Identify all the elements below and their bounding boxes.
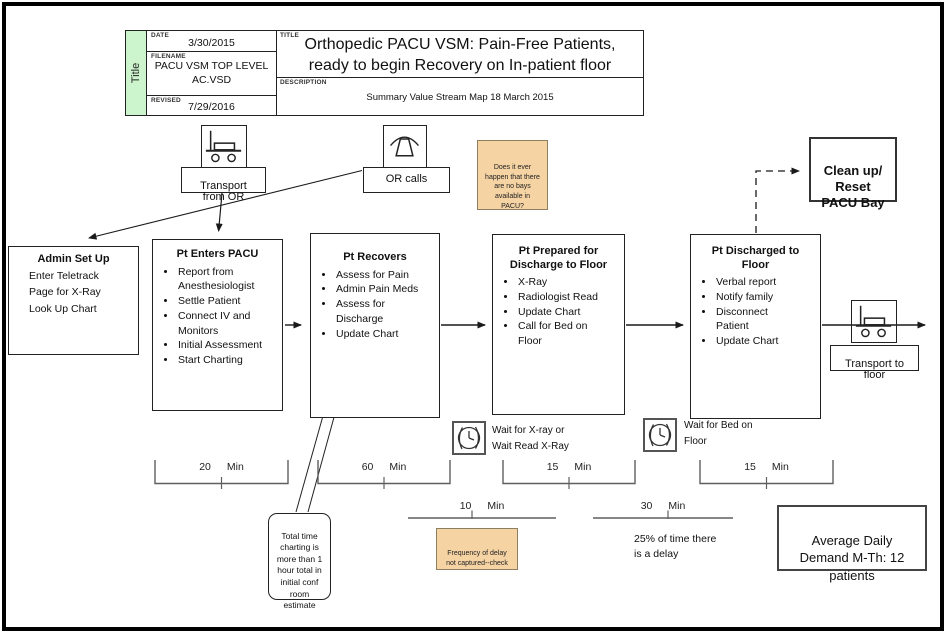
sticky-note-no-bays: Does it ever happen that there are no ba… xyxy=(477,140,548,210)
process-step: Page for X-Ray xyxy=(29,286,101,298)
description-label: DESCRIPTION xyxy=(280,78,327,86)
process-box-title: Pt Prepared for Discharge to Floor xyxy=(509,245,608,271)
or-calls-label: OR calls xyxy=(385,173,428,185)
filename-label: FILENAME xyxy=(151,53,186,60)
process-step: Report from Anesthesiologist xyxy=(177,265,278,295)
process-box-title: Pt Discharged to Floor xyxy=(711,245,800,271)
process-step: X-Ray xyxy=(517,275,615,290)
or-calls-box: OR calls xyxy=(363,167,450,193)
avg-demand-text: Average Daily Demand M-Th: 12 patients xyxy=(799,532,905,583)
delay-frequency-note: 25% of time there is a delay xyxy=(634,533,717,560)
time-value: 15 xyxy=(546,461,559,473)
charting-callout: Total time charting is more than 1 hour … xyxy=(268,513,331,610)
title-block-side-label: Title xyxy=(130,62,142,84)
gurney-icon xyxy=(201,125,247,168)
title-block-divider-h2 xyxy=(147,95,276,96)
title-block-divider-v xyxy=(276,30,277,116)
transport-to-floor-box: Transport to floor xyxy=(830,345,919,381)
delay-time-1: 10 Min xyxy=(408,500,556,512)
page-title: Orthopedic PACU VSM: Pain-Free Patients,… xyxy=(304,36,616,74)
process-step: Settle Patient xyxy=(177,294,278,309)
process-time-3: 15 Min xyxy=(503,461,635,473)
dashed-arrow-cleanup xyxy=(755,167,800,233)
time-unit: Min xyxy=(487,500,505,512)
process-step: Assess for Discharge xyxy=(335,297,428,327)
process-box-title: Admin Set Up xyxy=(37,253,110,265)
process-step: Initial Assessment xyxy=(177,338,278,353)
transport-to-floor-label: Transport to floor xyxy=(845,357,904,381)
process-box-pt-discharged: Pt Discharged to Floor Verbal report Not… xyxy=(690,234,821,419)
phone-icon xyxy=(383,125,427,168)
time-value: 30 xyxy=(640,500,653,512)
revised-value: 7/29/2016 xyxy=(188,101,235,113)
transport-from-or-label: Transport from OR xyxy=(200,179,247,203)
process-box-admin-setup: Admin Set Up Enter Teletrack Page for X-… xyxy=(8,246,139,355)
process-box-title: Pt Recovers xyxy=(343,251,407,263)
process-step: Update Chart xyxy=(517,305,615,320)
process-step: Notify family xyxy=(715,290,811,305)
title-label: TITLE xyxy=(280,32,300,39)
time-value: 10 xyxy=(459,500,472,512)
arrow-transport-to-pacu xyxy=(215,192,223,232)
process-step: Admin Pain Meds xyxy=(335,282,428,297)
process-step: Update Chart xyxy=(335,327,428,342)
sticky-note-frequency-text: Frequency of delay not captured--check xyxy=(446,550,508,567)
process-time-1: 20 Min xyxy=(155,461,288,473)
time-unit: Min xyxy=(771,461,789,473)
process-time-4: 15 Min xyxy=(700,461,833,473)
process-step: Start Charting xyxy=(177,353,278,368)
process-step: Connect IV and Monitors xyxy=(177,309,278,339)
process-box-pt-enters-pacu: Pt Enters PACU Report from Anesthesiolog… xyxy=(152,239,283,411)
description-value: Summary Value Stream Map 18 March 2015 xyxy=(366,92,554,103)
transport-from-or-box: Transport from OR xyxy=(181,167,266,203)
wait-xray-label: Wait for X-ray or Wait Read X-Ray xyxy=(492,425,569,452)
date-label: DATE xyxy=(151,32,170,39)
time-unit: Min xyxy=(226,461,244,473)
cleanup-box: Clean up/ Reset PACU Bay xyxy=(809,137,897,210)
process-step: Look Up Chart xyxy=(29,302,97,315)
gurney-icon xyxy=(851,300,897,343)
cleanup-label: Clean up/ Reset PACU Bay xyxy=(821,163,885,210)
time-value: 20 xyxy=(199,461,211,473)
title-block-divider-h1 xyxy=(147,51,276,52)
date-value: 3/30/2015 xyxy=(188,37,235,49)
process-step: Assess for Pain xyxy=(335,268,428,283)
time-unit: Min xyxy=(668,500,686,512)
charting-callout-text: Total time charting is more than 1 hour … xyxy=(276,530,323,611)
avg-demand-box: Average Daily Demand M-Th: 12 patients xyxy=(777,505,927,583)
delay-time-2: 30 Min xyxy=(593,500,733,512)
time-unit: Min xyxy=(389,461,407,473)
process-box-title: Pt Enters PACU xyxy=(176,248,259,260)
wait-bed-label: Wait for Bed on Floor xyxy=(684,420,753,447)
process-box-pt-prepared: Pt Prepared for Discharge to Floor X-Ray… xyxy=(492,234,625,415)
process-step: Call for Bed on Floor xyxy=(517,319,606,349)
process-step: Update Chart xyxy=(715,334,811,349)
clock-icon xyxy=(643,418,677,452)
process-box-pt-recovers: Pt Recovers Assess for Pain Admin Pain M… xyxy=(310,233,440,418)
title-block-divider-h3 xyxy=(276,77,644,78)
process-step: Verbal report xyxy=(715,275,811,290)
time-unit: Min xyxy=(574,461,592,473)
process-time-2: 60 Min xyxy=(318,461,450,473)
process-step: Enter Teletrack xyxy=(29,269,99,282)
filename-value: PACU VSM TOP LEVEL AC.VSD xyxy=(154,60,269,86)
sticky-note-frequency: Frequency of delay not captured--check xyxy=(436,528,518,570)
time-value: 60 xyxy=(361,461,374,473)
revised-label: REVISED xyxy=(151,96,181,104)
process-step: Disconnect Patient xyxy=(715,305,786,335)
title-block-side-cell: Title xyxy=(125,30,147,116)
clock-icon xyxy=(452,421,486,455)
line-orcalls-to-admin xyxy=(88,169,363,240)
time-value: 15 xyxy=(744,461,756,473)
process-step: Radiologist Read xyxy=(517,290,615,305)
sticky-note-no-bays-text: Does it ever happen that there are no ba… xyxy=(485,163,540,210)
